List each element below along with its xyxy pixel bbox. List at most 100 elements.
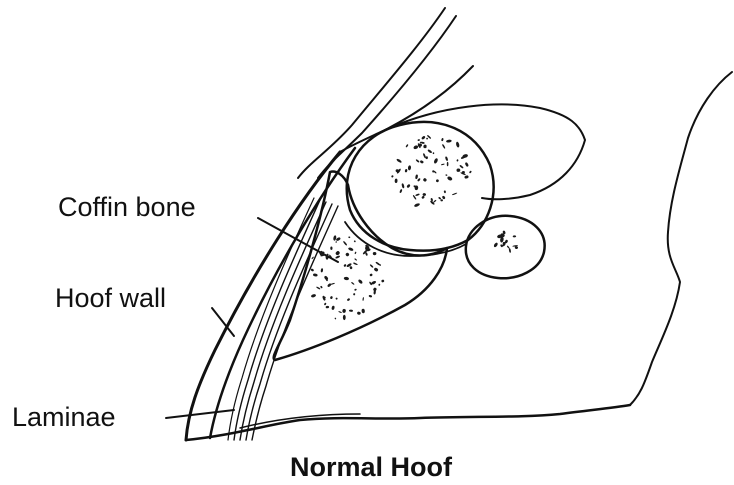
label-laminae: Laminae bbox=[12, 402, 116, 432]
bone-speck bbox=[415, 159, 419, 163]
bone-speck bbox=[391, 175, 394, 178]
bone-speck bbox=[441, 138, 444, 142]
bone-speck bbox=[423, 144, 427, 148]
bone-speck bbox=[406, 184, 410, 189]
bone-speck bbox=[399, 189, 402, 193]
bone-speck bbox=[347, 298, 351, 302]
bone-speck bbox=[354, 288, 357, 291]
bone-speck bbox=[310, 268, 314, 272]
bone-speck bbox=[331, 305, 335, 310]
bone-speck bbox=[327, 283, 332, 288]
bone-speck bbox=[422, 193, 426, 196]
bone-speck bbox=[333, 235, 337, 241]
bone-speck bbox=[324, 302, 327, 305]
bone-speck bbox=[444, 190, 447, 193]
bone-speck bbox=[338, 311, 342, 313]
label-hoof-wall: Hoof wall bbox=[55, 283, 166, 313]
bone-speck bbox=[417, 178, 421, 182]
bone-speck bbox=[445, 156, 449, 161]
coffin-bone bbox=[274, 172, 447, 360]
bone-speck bbox=[334, 317, 336, 319]
bone-speck bbox=[342, 309, 346, 314]
bone-speck bbox=[320, 268, 323, 272]
bone-speck bbox=[459, 165, 464, 169]
bone-speck bbox=[378, 283, 381, 286]
bone-speck bbox=[433, 199, 436, 202]
bone-speck bbox=[330, 247, 332, 250]
bone-speck bbox=[447, 162, 449, 166]
bone-speck bbox=[311, 294, 317, 298]
bone-speck bbox=[405, 169, 408, 173]
bone-speck bbox=[509, 248, 512, 253]
bone-speck bbox=[326, 306, 330, 309]
bone-speck bbox=[432, 170, 434, 172]
bone-speck bbox=[493, 242, 498, 248]
bone-speck bbox=[415, 174, 418, 179]
bone-speck bbox=[436, 179, 439, 182]
hoof-wall bbox=[186, 148, 355, 440]
bone-speck bbox=[369, 264, 373, 268]
bone-speck bbox=[343, 241, 348, 246]
bone-speck bbox=[395, 179, 398, 184]
bone-speck bbox=[316, 286, 321, 290]
bone-speck bbox=[464, 175, 469, 179]
bone-speck bbox=[330, 296, 333, 300]
bone-speck bbox=[426, 138, 428, 140]
bone-speck bbox=[362, 297, 364, 301]
bone-speck bbox=[375, 261, 381, 266]
bone-speck bbox=[441, 163, 445, 165]
bone-speck bbox=[358, 279, 364, 285]
bone-speck bbox=[465, 162, 469, 167]
bone-speck bbox=[415, 193, 420, 196]
bone-speck bbox=[322, 295, 326, 301]
bone-speck bbox=[396, 158, 402, 163]
bone-speck bbox=[447, 176, 453, 182]
laminae-leader bbox=[166, 410, 234, 418]
bone-speck bbox=[456, 141, 460, 147]
bone-speck bbox=[423, 178, 428, 183]
bone-speck bbox=[401, 183, 404, 188]
bone-speck bbox=[456, 168, 460, 172]
bone-speck bbox=[427, 149, 432, 154]
bone-speck bbox=[452, 192, 458, 195]
bone-speck bbox=[348, 247, 354, 252]
bone-speck bbox=[313, 273, 318, 276]
bone-speck bbox=[353, 293, 356, 296]
bone-speck bbox=[335, 241, 337, 243]
bone-speck bbox=[348, 236, 350, 238]
bone-speck bbox=[354, 258, 357, 261]
bone-speck bbox=[343, 264, 347, 267]
bone-speck bbox=[456, 159, 458, 162]
bone-speck bbox=[426, 156, 428, 159]
bone-speck bbox=[469, 170, 472, 173]
bone-speck bbox=[421, 195, 425, 199]
bone-speck bbox=[349, 266, 352, 270]
bone-speck bbox=[335, 297, 337, 299]
bone-speck bbox=[381, 279, 384, 282]
bone-speck bbox=[421, 135, 426, 140]
bone-speck bbox=[438, 197, 441, 200]
coffin-bone-leader bbox=[258, 218, 338, 262]
bone-speck bbox=[354, 251, 356, 254]
bone-speck bbox=[344, 277, 350, 281]
laminae bbox=[228, 198, 338, 440]
bone-speck bbox=[414, 203, 421, 208]
bone-speck bbox=[420, 160, 424, 164]
bone-speck bbox=[320, 286, 323, 289]
bone-speck bbox=[513, 235, 517, 237]
bone-speck bbox=[433, 152, 435, 154]
tendon-lines bbox=[298, 8, 473, 178]
bone-speck bbox=[345, 252, 350, 257]
bone-texture bbox=[310, 135, 518, 320]
short-pastern-bone bbox=[345, 122, 494, 256]
bone-speck bbox=[368, 295, 372, 298]
bone-speck bbox=[446, 139, 452, 142]
bone-speck bbox=[405, 144, 408, 148]
diagram-title: Normal Hoof bbox=[290, 452, 453, 482]
bone-speck bbox=[354, 240, 357, 243]
bone-speck bbox=[442, 144, 446, 149]
bone-speck bbox=[353, 262, 358, 265]
label-coffin-bone: Coffin bone bbox=[58, 192, 196, 222]
bone-speck bbox=[440, 199, 443, 201]
